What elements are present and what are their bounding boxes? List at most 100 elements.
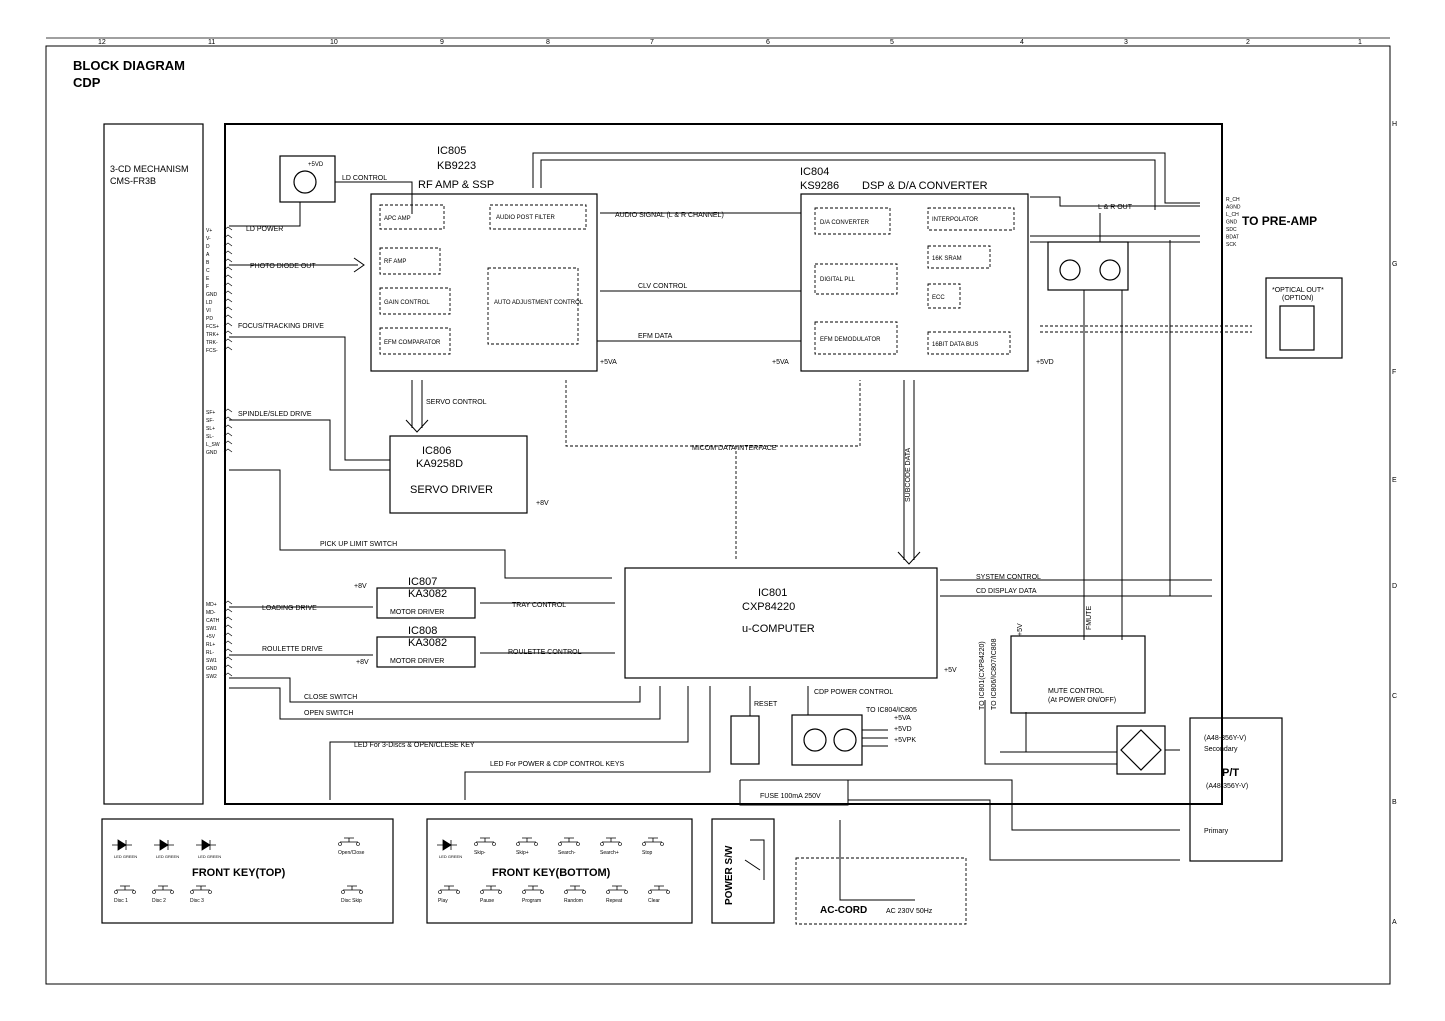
ic804-supply-d: +5VD <box>1036 359 1054 366</box>
mute-control-block <box>1010 635 1146 714</box>
key-switch-icon <box>340 837 358 843</box>
rf-amp-block: RF AMP <box>384 259 406 265</box>
row-marker: H <box>1392 121 1397 128</box>
sig-system-control: SYSTEM CONTROL <box>976 574 1041 581</box>
sig-plus5vd: +5VD <box>308 162 324 168</box>
column-marker: 6 <box>766 39 770 46</box>
key-contact-icon <box>356 842 360 846</box>
key-contact-icon <box>534 842 538 846</box>
mech-top-pin-connector <box>223 322 233 327</box>
key-switch-icon <box>524 885 542 891</box>
mech-bot-pin-connector <box>223 608 233 613</box>
sig-5vpk: +5VPK <box>894 737 916 744</box>
key-contact-icon <box>660 842 664 846</box>
key-switch-icon <box>343 885 361 891</box>
sig-clv-control: CLV CONTROL <box>638 283 687 290</box>
main-board <box>224 123 1223 805</box>
key-contact-icon <box>152 890 156 894</box>
column-marker: 7 <box>650 39 654 46</box>
key-contact-icon <box>648 890 652 894</box>
mute-sub: (At POWER ON/OFF) <box>1048 697 1116 704</box>
transformer-sec-part: (A48-356Y-V) <box>1204 735 1246 742</box>
ic801-part: CXP84220 <box>742 601 795 613</box>
sig-cd-display: CD DISPLAY DATA <box>976 588 1037 595</box>
mech-mid-pin-label: SF- <box>206 418 214 424</box>
sig-photo-diode-out: PHOTO DIODE OUT <box>250 263 316 270</box>
ic801-func: u-COMPUTER <box>742 623 815 635</box>
mech-bot-pin-label: MD+ <box>206 602 217 608</box>
mech-bot-pin-connector <box>223 616 233 621</box>
led-icon <box>196 839 216 851</box>
mech-top-pin-label: V- <box>206 236 211 242</box>
key-label: Skip- <box>474 850 486 856</box>
key-contact-icon <box>576 842 580 846</box>
ld-transistor-box <box>279 155 336 203</box>
key-contact-icon <box>522 890 526 894</box>
column-marker: 3 <box>1124 39 1128 46</box>
row-marker: F <box>1392 369 1396 376</box>
mech-bot-pin-label: GND <box>206 666 218 672</box>
power-switch-panel <box>711 818 775 924</box>
optical-out-block <box>1265 277 1343 359</box>
key-contact-icon <box>492 842 496 846</box>
sig-micom-interface: MICOM DATA INTERFACE <box>692 445 777 452</box>
ic804-part: KS9286 <box>800 180 839 192</box>
mech-bot-pin-label: MD- <box>206 610 216 616</box>
mech-top-pin-label: VI <box>206 308 211 314</box>
mech-bot-pin-connector <box>223 656 233 661</box>
ic806-part: KA9258D <box>416 458 463 470</box>
column-marker: 1 <box>1358 39 1362 46</box>
cdp-power-transistors <box>791 714 863 766</box>
sig-ld-power: LD POWER <box>246 226 283 233</box>
led-icon <box>154 839 174 851</box>
ic806-block <box>389 435 528 514</box>
led-label: LED GREEN <box>114 854 137 859</box>
key-label: Search- <box>558 850 576 856</box>
mech-mid-pin-connector <box>223 408 233 413</box>
key-contact-icon <box>642 842 646 846</box>
ic808-part: KA3082 <box>408 637 447 649</box>
mech-bot-pin-connector <box>223 624 233 629</box>
gain-control-block: GAIN CONTROL <box>384 300 430 306</box>
ac-cord-label: AC-CORD <box>820 905 867 916</box>
mech-top-pin-connector <box>223 346 233 351</box>
row-marker: A <box>1392 919 1397 926</box>
preamp-pin-label: R_CH <box>1226 197 1240 203</box>
preamp-label: TO PRE-AMP <box>1242 214 1317 228</box>
sig-led-3disc: LED For 3-Discs & OPEN/CLESE KEY <box>354 742 475 749</box>
mech-mid-pin-label: L_SW <box>206 442 220 448</box>
key-contact-icon <box>666 890 670 894</box>
front-key-top-panel <box>101 818 394 924</box>
sig-to-ic806: TO IC806/IC807/IC808 <box>991 638 998 710</box>
mech-bot-pin-label: SW1 <box>206 658 217 664</box>
key-contact-icon <box>474 842 478 846</box>
column-marker: 8 <box>546 39 550 46</box>
mech-top-pin-label: LD <box>206 300 213 306</box>
mech-top-pin-label: GND <box>206 292 218 298</box>
mech-top-pin-label: PD <box>206 316 213 322</box>
column-marker: 4 <box>1020 39 1024 46</box>
ic801-supply: +5V <box>944 667 957 674</box>
key-contact-icon <box>564 890 568 894</box>
key-switch-icon <box>566 885 584 891</box>
mech-mid-pin-connector <box>223 448 233 453</box>
audio-post-filter-block: AUDIO POST FILTER <box>496 215 555 221</box>
ecc-block: ECC <box>932 295 945 301</box>
sig-open-switch: OPEN SWITCH <box>304 710 353 717</box>
optical-title: *OPTICAL OUT* <box>1272 287 1324 294</box>
ic806-ref: IC806 <box>422 445 451 457</box>
sig-to-ic804: TO IC804/IC805 <box>866 707 917 714</box>
key-switch-icon <box>608 885 626 891</box>
ic806-func: SERVO DRIVER <box>410 484 493 496</box>
mech-mid-pin-connector <box>223 432 233 437</box>
transformer-secondary: Secondary <box>1204 746 1238 753</box>
sig-led-power: LED For POWER & CDP CONTROL KEYS <box>490 761 625 768</box>
preamp-pin-label: L_CH <box>1226 212 1239 218</box>
mech-top-pin-connector <box>223 266 233 271</box>
key-contact-icon <box>456 890 460 894</box>
mech-top-pin-label: TRK- <box>206 340 218 346</box>
mech-top-pin-label: FCS+ <box>206 324 219 330</box>
mech-bot-pin-connector <box>223 632 233 637</box>
